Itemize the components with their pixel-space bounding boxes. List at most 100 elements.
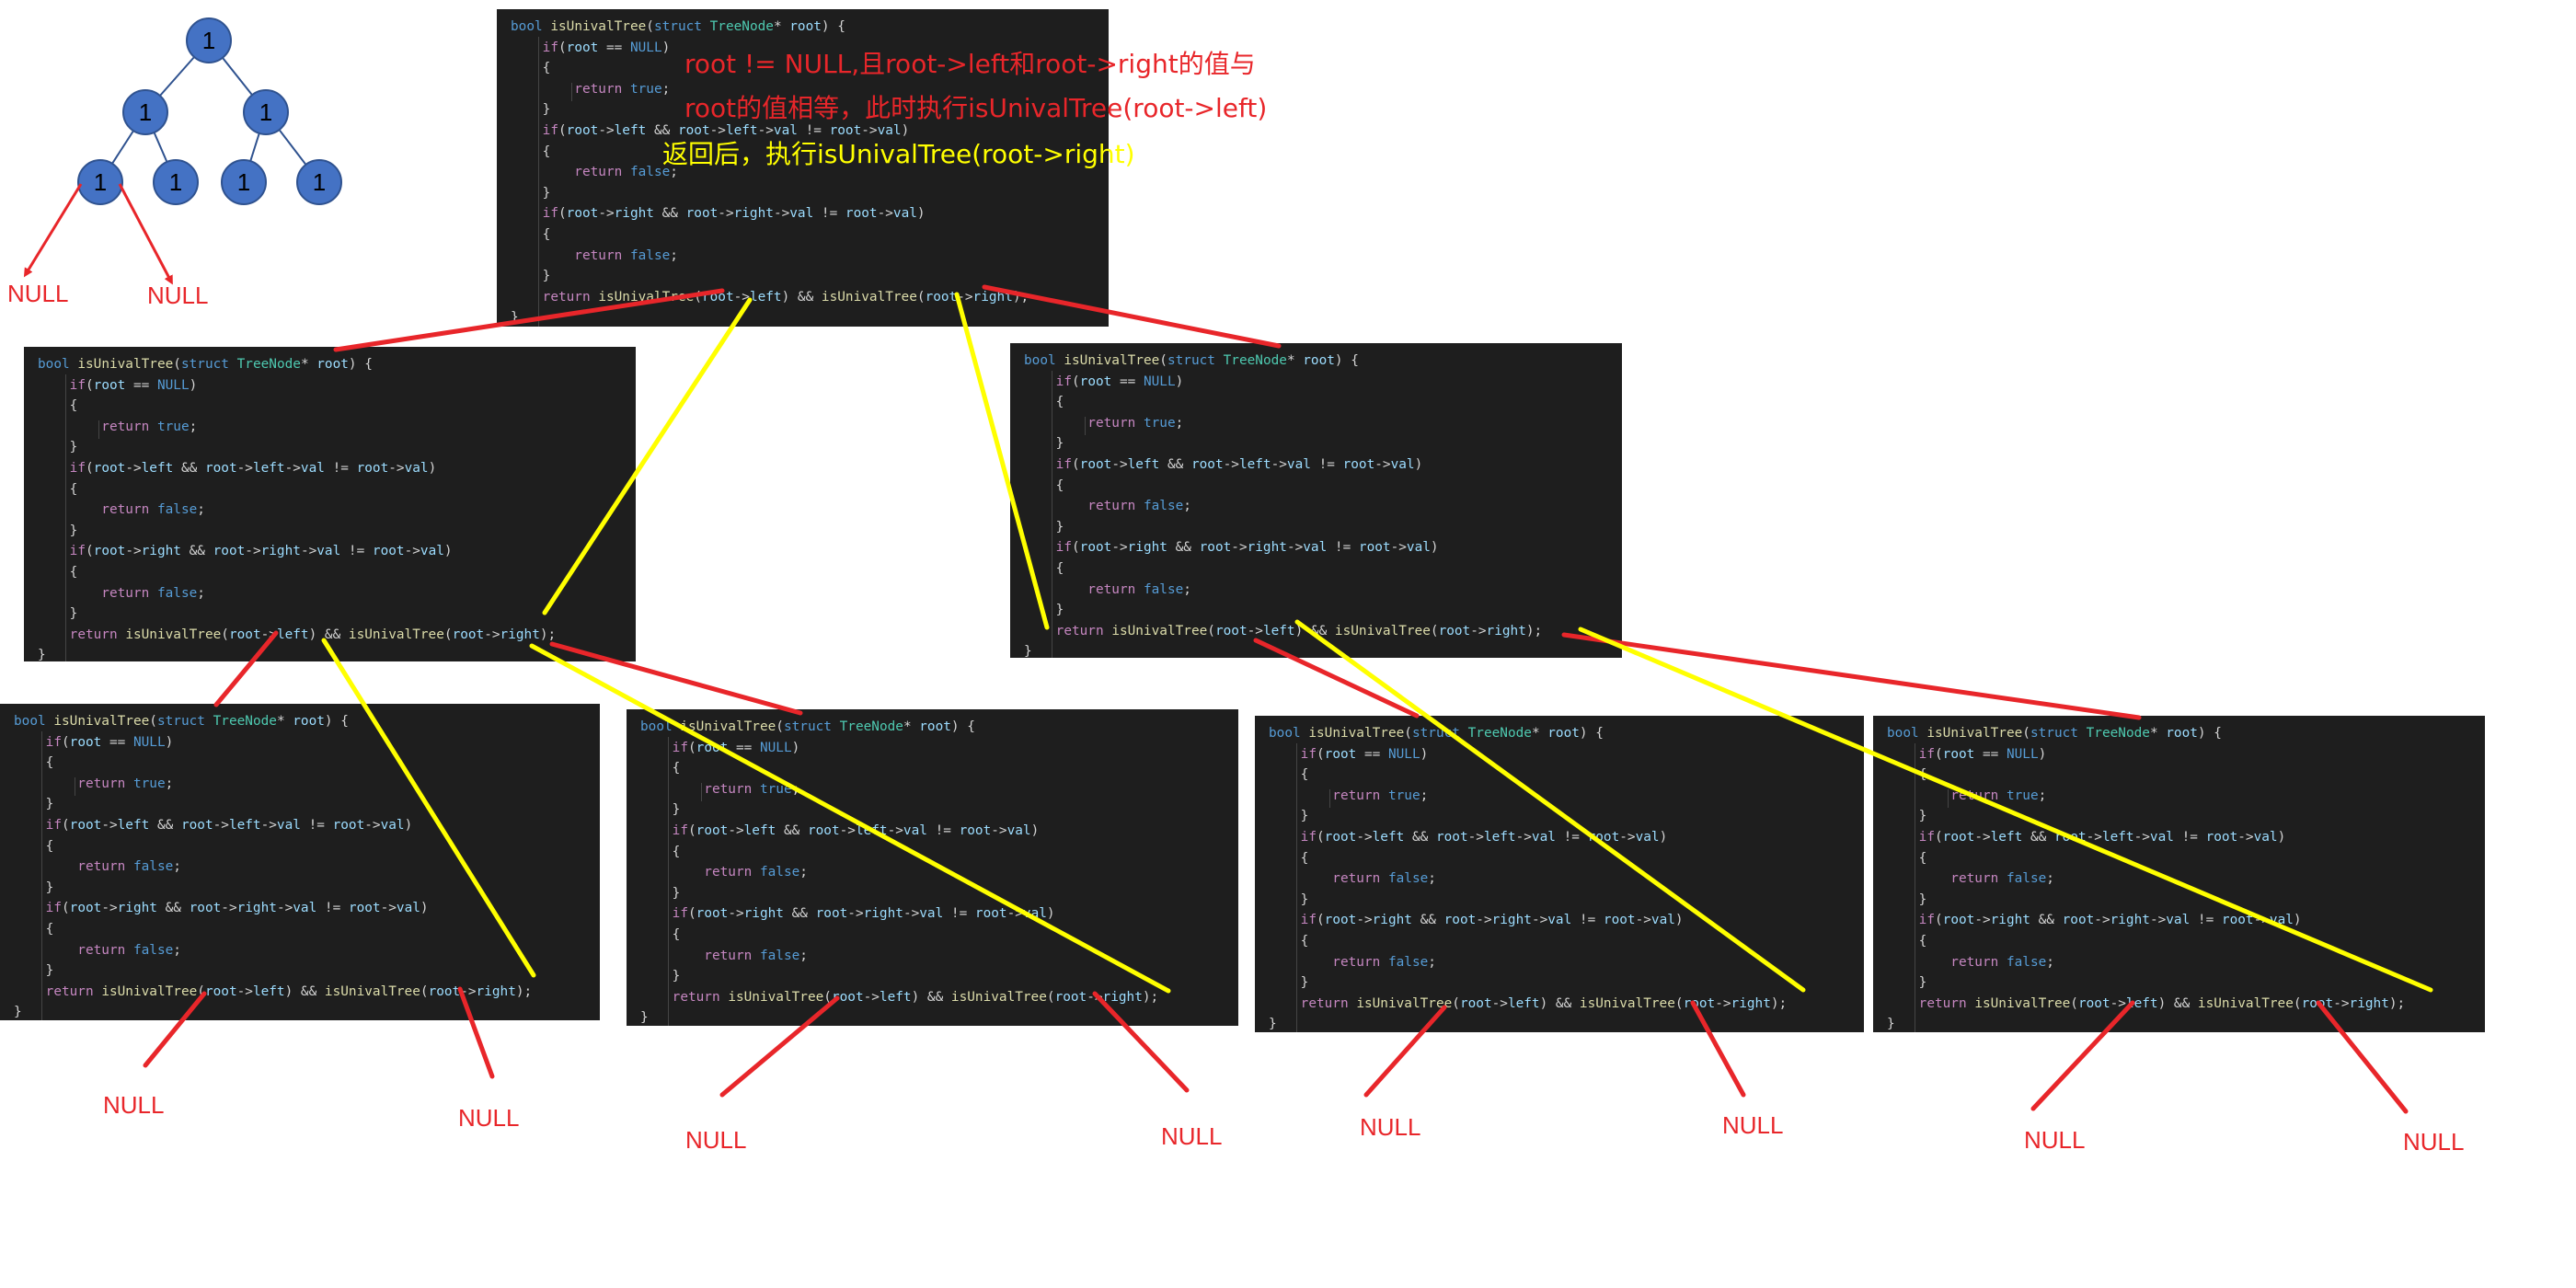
code-token: } <box>14 797 54 812</box>
code-token: ) && <box>308 627 349 642</box>
code-line: } <box>1024 600 1064 620</box>
code-token: false <box>132 942 174 958</box>
code-token: left <box>614 123 647 138</box>
code-token: ); <box>1142 989 1159 1005</box>
code-token: -> <box>101 818 118 833</box>
code-box-level2-3: bool isUnivalTree(struct TreeNode* root)… <box>1255 716 1864 1032</box>
code-token: ( <box>1674 995 1684 1011</box>
red-call-line <box>982 284 1282 349</box>
code-line: } <box>38 437 78 457</box>
code-token: -> <box>484 627 500 642</box>
code-token: ) <box>1175 374 1184 389</box>
code-token: if <box>38 461 86 476</box>
code-token: root <box>925 289 958 305</box>
code-token: true <box>132 776 166 791</box>
code-token: -> <box>260 818 277 833</box>
tree-node <box>122 89 168 135</box>
code-token: -> <box>957 289 973 305</box>
code-token: val <box>877 123 902 138</box>
code-token: return <box>1024 581 1144 597</box>
red-call-line <box>2030 1000 2135 1111</box>
code-token: -> <box>1111 540 1128 556</box>
code-token: TreeNode <box>2086 726 2150 741</box>
code-token: NULL <box>156 377 190 393</box>
tree-node <box>296 159 342 205</box>
tree-node-value: 1 <box>169 168 182 196</box>
code-token: bool <box>38 357 78 372</box>
code-token: -> <box>1476 913 1492 928</box>
code-token: return <box>640 989 729 1005</box>
code-token: } <box>640 969 681 984</box>
code-token: val <box>420 544 444 559</box>
code-token: isUnivalTree <box>1579 995 1675 1011</box>
code-line: if(root->left && root->left->val != root… <box>1269 827 1668 847</box>
code-token: * <box>903 719 920 734</box>
code-token: ) { <box>348 357 373 372</box>
code-token: { <box>38 398 78 414</box>
code-token: ); <box>1770 995 1788 1011</box>
code-token: -> <box>598 123 615 138</box>
code-token: root <box>2077 995 2110 1011</box>
code-line: { <box>38 562 78 582</box>
code-token: bool <box>1887 726 1927 741</box>
code-token: ) <box>791 740 800 755</box>
code-token: root <box>1603 913 1636 928</box>
code-token: root <box>831 989 864 1005</box>
code-token: root <box>2205 830 2238 845</box>
code-token: left <box>725 123 758 138</box>
code-token: -> <box>221 901 237 916</box>
code-token: * <box>300 357 317 372</box>
code-token: val <box>276 818 301 833</box>
code-token: isUnivalTree <box>728 989 824 1005</box>
code-token: ) <box>1414 457 1423 472</box>
code-token: * <box>773 19 790 34</box>
code-token: if <box>14 901 62 916</box>
code-token: { <box>38 481 78 497</box>
code-token: -> <box>2086 830 2102 845</box>
red-call-line <box>1092 991 1190 1093</box>
code-token: ; <box>1183 499 1191 514</box>
code-token: if <box>511 206 558 222</box>
code-token: return <box>38 419 157 434</box>
code-line: } <box>14 878 54 898</box>
code-token: root <box>1435 830 1468 845</box>
code-token: root <box>1683 995 1716 1011</box>
code-token: { <box>640 761 681 776</box>
yellow-call-line <box>1578 627 2433 993</box>
code-token: -> <box>991 823 1007 838</box>
code-token: root <box>69 734 102 750</box>
code-line: { <box>511 58 551 78</box>
code-box-level1-left: bool isUnivalTree(struct TreeNode* root)… <box>24 347 636 661</box>
null-label: NULL <box>685 1126 747 1154</box>
code-token: ; <box>173 859 181 875</box>
code-line: bool isUnivalTree(struct TreeNode* root)… <box>511 17 845 37</box>
code-token: * <box>1531 726 1548 741</box>
code-line: } <box>38 521 78 541</box>
code-token: root <box>677 123 710 138</box>
code-token: == <box>101 734 133 750</box>
code-line: { <box>1024 476 1064 496</box>
code-token: struct <box>180 357 237 372</box>
code-token: root <box>974 906 1007 922</box>
code-token: right <box>141 544 181 559</box>
code-line: if(root == NULL) <box>14 732 174 753</box>
indent-guide <box>1329 788 1330 809</box>
code-token: ( <box>1071 457 1080 472</box>
code-line: return false; <box>38 500 205 520</box>
code-token: true <box>2006 788 2039 803</box>
code-token: } <box>38 606 78 622</box>
code-token: ; <box>1428 871 1436 887</box>
code-token: } <box>1269 1017 1277 1032</box>
code-token: root <box>566 40 599 55</box>
null-label: NULL <box>458 1104 520 1132</box>
code-token: ( <box>1934 830 1943 845</box>
code-token: && <box>783 906 816 922</box>
code-token: isUnivalTree <box>2197 995 2294 1011</box>
code-token: ) && <box>911 989 951 1005</box>
code-token: bool <box>511 19 551 34</box>
code-line: } <box>640 966 681 986</box>
code-line: bool isUnivalTree(struct TreeNode* root)… <box>1887 723 2222 743</box>
code-token: { <box>14 755 54 771</box>
code-token: -> <box>1286 540 1304 556</box>
